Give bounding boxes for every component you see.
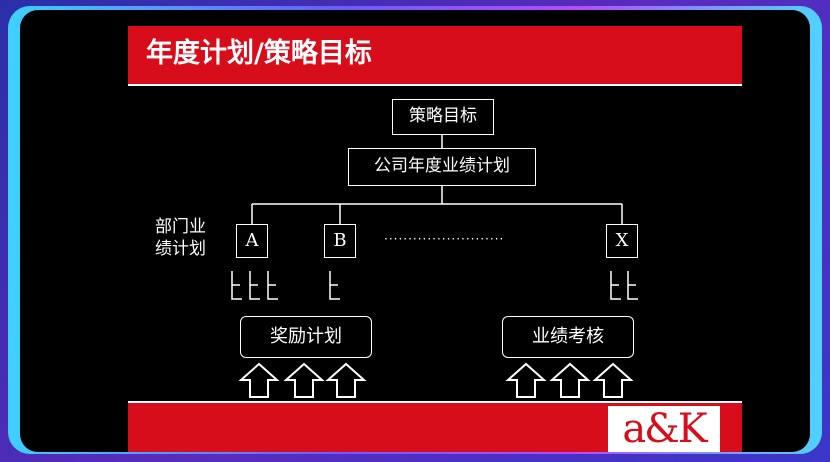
- company-annual-plan-box: 公司年度业绩计划: [348, 148, 536, 186]
- reward-plan-box: 奖励计划: [240, 316, 372, 358]
- dept-plan-label-line2: 绩计划: [155, 239, 206, 259]
- slide-title: 年度计划/策略目标: [146, 38, 372, 69]
- dept-plan-label-line1: 部门业: [155, 217, 206, 237]
- up-arrow-icon: [283, 362, 325, 398]
- strategy-goal-box: 策略目标: [392, 99, 494, 135]
- up-arrow-icon: [592, 362, 634, 398]
- title-bar: 年度计划/策略目标: [128, 26, 742, 84]
- ellipsis-dots: ·························: [384, 232, 505, 246]
- slide-screen: 年度计划/策略目标: [20, 10, 810, 452]
- sub-plans-a: [231, 271, 278, 300]
- company-logo: a&K: [608, 406, 720, 452]
- performance-review-box: 业绩考核: [502, 316, 634, 358]
- sub-plans-b: [329, 271, 340, 300]
- dept-box-x: X: [606, 224, 638, 258]
- sub-plans-x: [610, 271, 638, 300]
- up-arrow-icon: [505, 362, 547, 398]
- arrows-review: [505, 362, 634, 398]
- title-divider: [128, 84, 742, 86]
- arrows-reward: [238, 362, 367, 398]
- dept-plan-label: 部门业 绩计划: [155, 216, 206, 260]
- dept-box-b: B: [324, 224, 356, 258]
- up-arrow-icon: [238, 362, 280, 398]
- diagram-connectors: [231, 135, 638, 398]
- dept-box-a: A: [236, 224, 268, 258]
- bottom-divider: [128, 401, 742, 403]
- up-arrow-icon: [549, 362, 591, 398]
- up-arrow-icon: [325, 362, 367, 398]
